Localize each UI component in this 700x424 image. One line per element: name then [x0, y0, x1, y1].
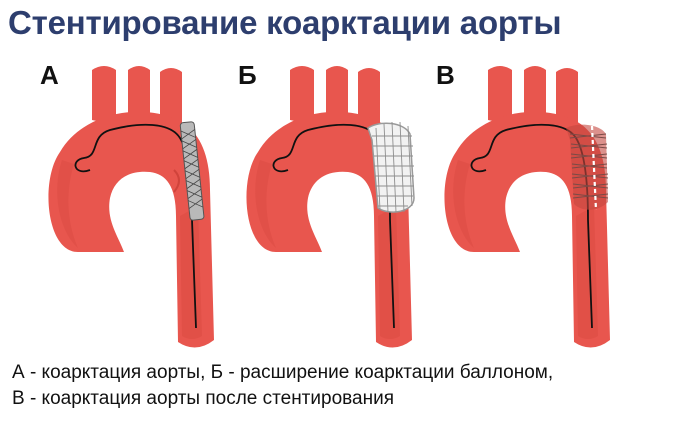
caption-line-2: В - коарктация аорты после стентирования: [12, 388, 394, 409]
balloon: [367, 121, 415, 213]
panel-b-aorta: [246, 66, 415, 348]
panel-a-aorta: [48, 66, 215, 348]
panel-label-c: В: [436, 60, 455, 90]
deployed-stent: [566, 124, 609, 211]
panel-c-aorta: [444, 66, 610, 348]
caption-line-1: А - коарктация аорты, Б - расширение коа…: [12, 362, 554, 383]
panel-label-a: А: [40, 60, 59, 90]
panel-label-b: Б: [238, 60, 257, 90]
page-title: Стентирование коарктации аорты: [8, 4, 562, 41]
